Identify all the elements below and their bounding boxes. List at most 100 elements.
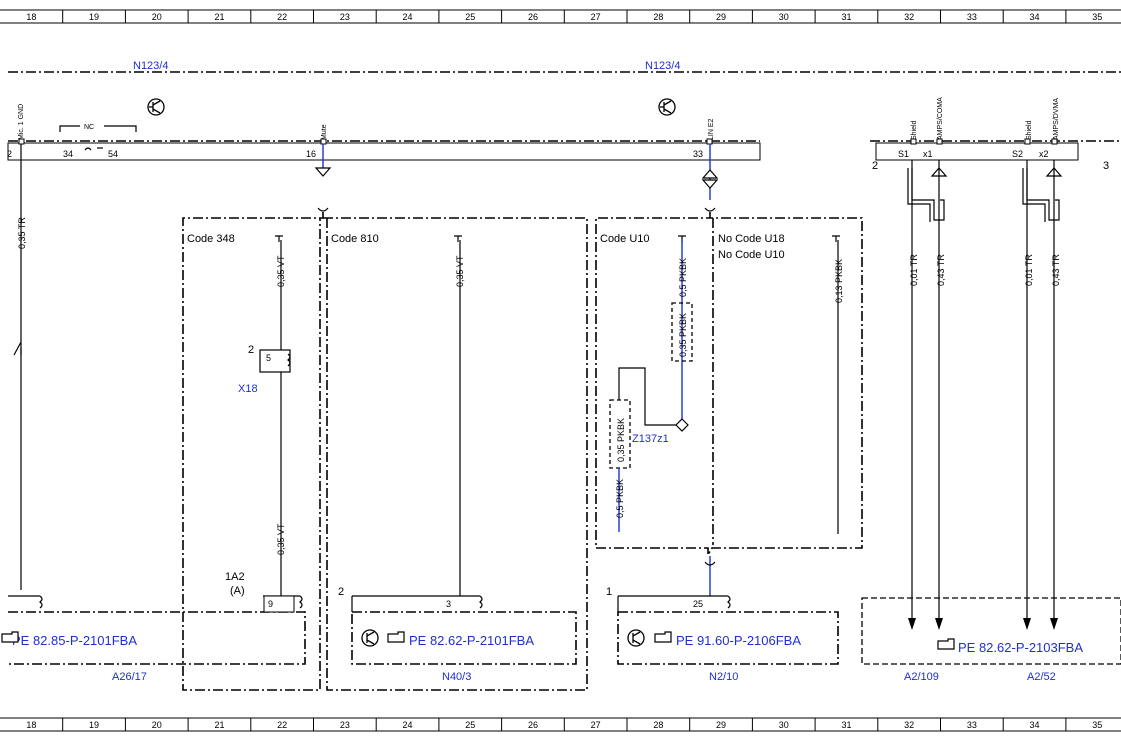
ref-link-a26[interactable]: PE 82.85-P-2101FBA xyxy=(12,633,137,648)
a-paren-label: (A) xyxy=(230,585,245,597)
x18-label[interactable]: X18 xyxy=(238,383,258,395)
wire-label: 0,43 TR xyxy=(1051,254,1061,286)
wire-label: 0,35 VT xyxy=(455,255,465,287)
wire-label: 0,5 PKBK xyxy=(678,258,688,297)
transistor-icon xyxy=(147,98,165,116)
wire-label: 0,43 TR xyxy=(936,254,946,286)
splice-mark xyxy=(704,561,716,566)
code-u10-box xyxy=(595,212,863,559)
grid-column-label: 19 xyxy=(89,12,99,22)
pin-label-amps-dvma: AMPS/DVMA xyxy=(1053,98,1060,140)
transistor-icon xyxy=(658,98,676,116)
grid-column-label: 24 xyxy=(403,12,413,22)
n40-pin: 2 xyxy=(338,586,344,598)
pin-number: x2 xyxy=(1039,149,1049,159)
splice-mark xyxy=(704,207,716,212)
n2-pin: 1 xyxy=(606,586,612,598)
grid-column-label: 18 xyxy=(26,12,36,22)
grid-column-label: 28 xyxy=(653,720,663,730)
splice-mark xyxy=(317,207,329,212)
grid-column-label: 26 xyxy=(528,720,538,730)
pin-number: 54 xyxy=(108,149,118,159)
pin-number: S1 xyxy=(898,149,909,159)
grid-column-label: 21 xyxy=(214,720,224,730)
grid-column-label: 35 xyxy=(1092,12,1102,22)
code-label: Code 348 xyxy=(187,233,235,245)
wire-left-break xyxy=(13,341,22,356)
pin-label-mic-gnd: Mic. 1 GND xyxy=(18,104,25,140)
shield-box xyxy=(671,302,693,362)
n40-label[interactable]: N40/3 xyxy=(442,671,471,683)
grid-column-label: 18 xyxy=(26,720,36,730)
transistor-icon xyxy=(361,629,379,647)
wire-u10-loop xyxy=(618,367,682,426)
grid-column-label: 34 xyxy=(1030,720,1040,730)
grid-column-label: 31 xyxy=(841,12,851,22)
a2-component xyxy=(861,597,1121,665)
ref-link-a2[interactable]: PE 82.62-P-2103FBA xyxy=(958,640,1083,655)
n2-label[interactable]: N2/10 xyxy=(709,671,738,683)
splice-mark xyxy=(287,353,291,367)
grid-column-label: 21 xyxy=(214,12,224,22)
n40-component: 3 2 xyxy=(338,586,577,665)
wire-label: 0,35 VT xyxy=(276,255,286,287)
pin-number: 2 xyxy=(872,160,878,172)
x18-connector[interactable] xyxy=(259,349,291,373)
code-label: Code U10 xyxy=(600,233,650,245)
a2-109-label[interactable]: A2/109 xyxy=(904,671,939,683)
grid-column-label: 20 xyxy=(152,12,162,22)
grid-column-label: 23 xyxy=(340,12,350,22)
grid-column-label: 31 xyxy=(841,720,851,730)
wire-label: 0,13 PKBK xyxy=(834,259,844,303)
z137-label[interactable]: Z137z1 xyxy=(632,433,669,445)
pin-number: S2 xyxy=(1012,149,1023,159)
arrow-down-icon xyxy=(314,167,332,177)
code-348-box xyxy=(182,212,324,691)
grid-column-label: 29 xyxy=(716,720,726,730)
ref-link-n40[interactable]: PE 82.62-P-2101FBA xyxy=(409,633,534,648)
pin-number: 33 xyxy=(693,149,703,159)
pin-number: 3 xyxy=(1103,160,1109,172)
splice-mark xyxy=(275,235,283,242)
a1a2-label: 1A2 xyxy=(225,571,245,583)
grid-column-label: 30 xyxy=(779,12,789,22)
n123-connector-strip xyxy=(7,142,761,161)
transistor-icon xyxy=(627,629,645,647)
n123-right-label[interactable]: N123/4 xyxy=(645,60,680,72)
nc-label: NC xyxy=(84,124,94,131)
wire-label: 0,35 TR xyxy=(17,217,27,249)
wire-label: 0,01 TR xyxy=(909,254,919,286)
pin-label-shield2: Shield xyxy=(1026,120,1033,140)
a26-label[interactable]: A26/17 xyxy=(112,671,147,683)
pin-number: 2 xyxy=(7,149,12,159)
shield-box xyxy=(609,399,631,469)
shield-wires xyxy=(907,160,1063,630)
pin-number: 9 xyxy=(268,599,273,609)
wire-label: 0,01 TR xyxy=(1024,254,1034,286)
grid-column-label: 22 xyxy=(277,720,287,730)
wire-label: 0,35 PKBK xyxy=(678,313,688,357)
grid-column-label: 20 xyxy=(152,720,162,730)
pin-number: x1 xyxy=(923,149,933,159)
grid-column-label: 32 xyxy=(904,12,914,22)
ref-link-n2[interactable]: PE 91.60-P-2106FBA xyxy=(676,633,801,648)
grid-column-label: 26 xyxy=(528,12,538,22)
grid-column-label: 33 xyxy=(967,720,977,730)
code-label: No Code U10 xyxy=(718,249,785,261)
grid-column-label: 35 xyxy=(1092,720,1102,730)
splice-mark xyxy=(454,235,462,242)
bidirectional-arrow-icon xyxy=(701,169,719,189)
pin-label-shield1: Shield xyxy=(911,120,918,140)
pointing-hand-icon xyxy=(387,631,405,643)
grid-column-label: 24 xyxy=(403,720,413,730)
grid-column-label: 29 xyxy=(716,12,726,22)
code-810-box xyxy=(323,217,588,691)
x18-inner-pin: 5 xyxy=(266,353,271,363)
a2-52-label[interactable]: A2/52 xyxy=(1027,671,1056,683)
n123-left-label[interactable]: N123/4 xyxy=(133,60,168,72)
code-label: Code 810 xyxy=(331,233,379,245)
pointing-hand-icon xyxy=(937,638,955,650)
grid-column-label: 28 xyxy=(653,12,663,22)
